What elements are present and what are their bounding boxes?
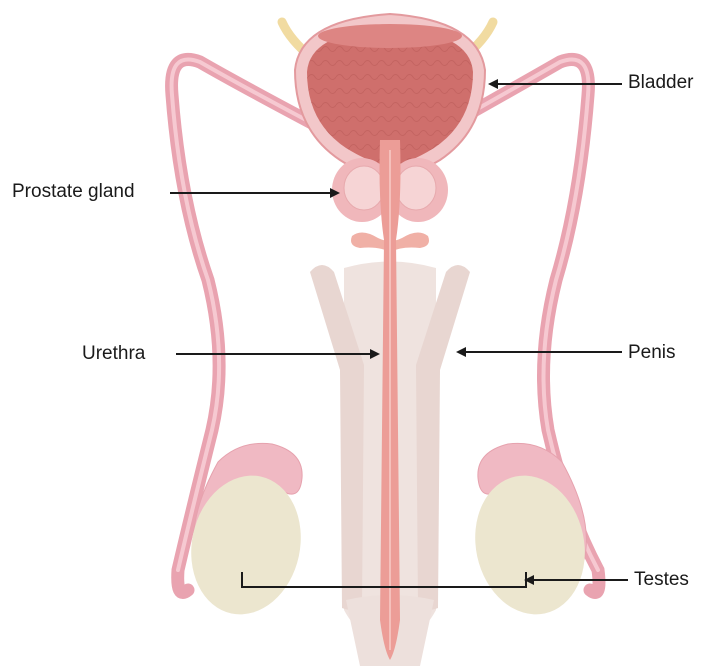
bladder-label: Bladder xyxy=(628,72,694,94)
right-testis-group xyxy=(463,443,598,624)
bladder-dome-top xyxy=(318,24,462,48)
urethra-label: Urethra xyxy=(82,343,145,365)
penis-label: Penis xyxy=(628,342,676,364)
prostate-left-inner xyxy=(344,166,384,210)
prostate-right-inner xyxy=(396,166,436,210)
prostate-label: Prostate gland xyxy=(12,181,135,203)
testes-label: Testes xyxy=(634,569,689,591)
